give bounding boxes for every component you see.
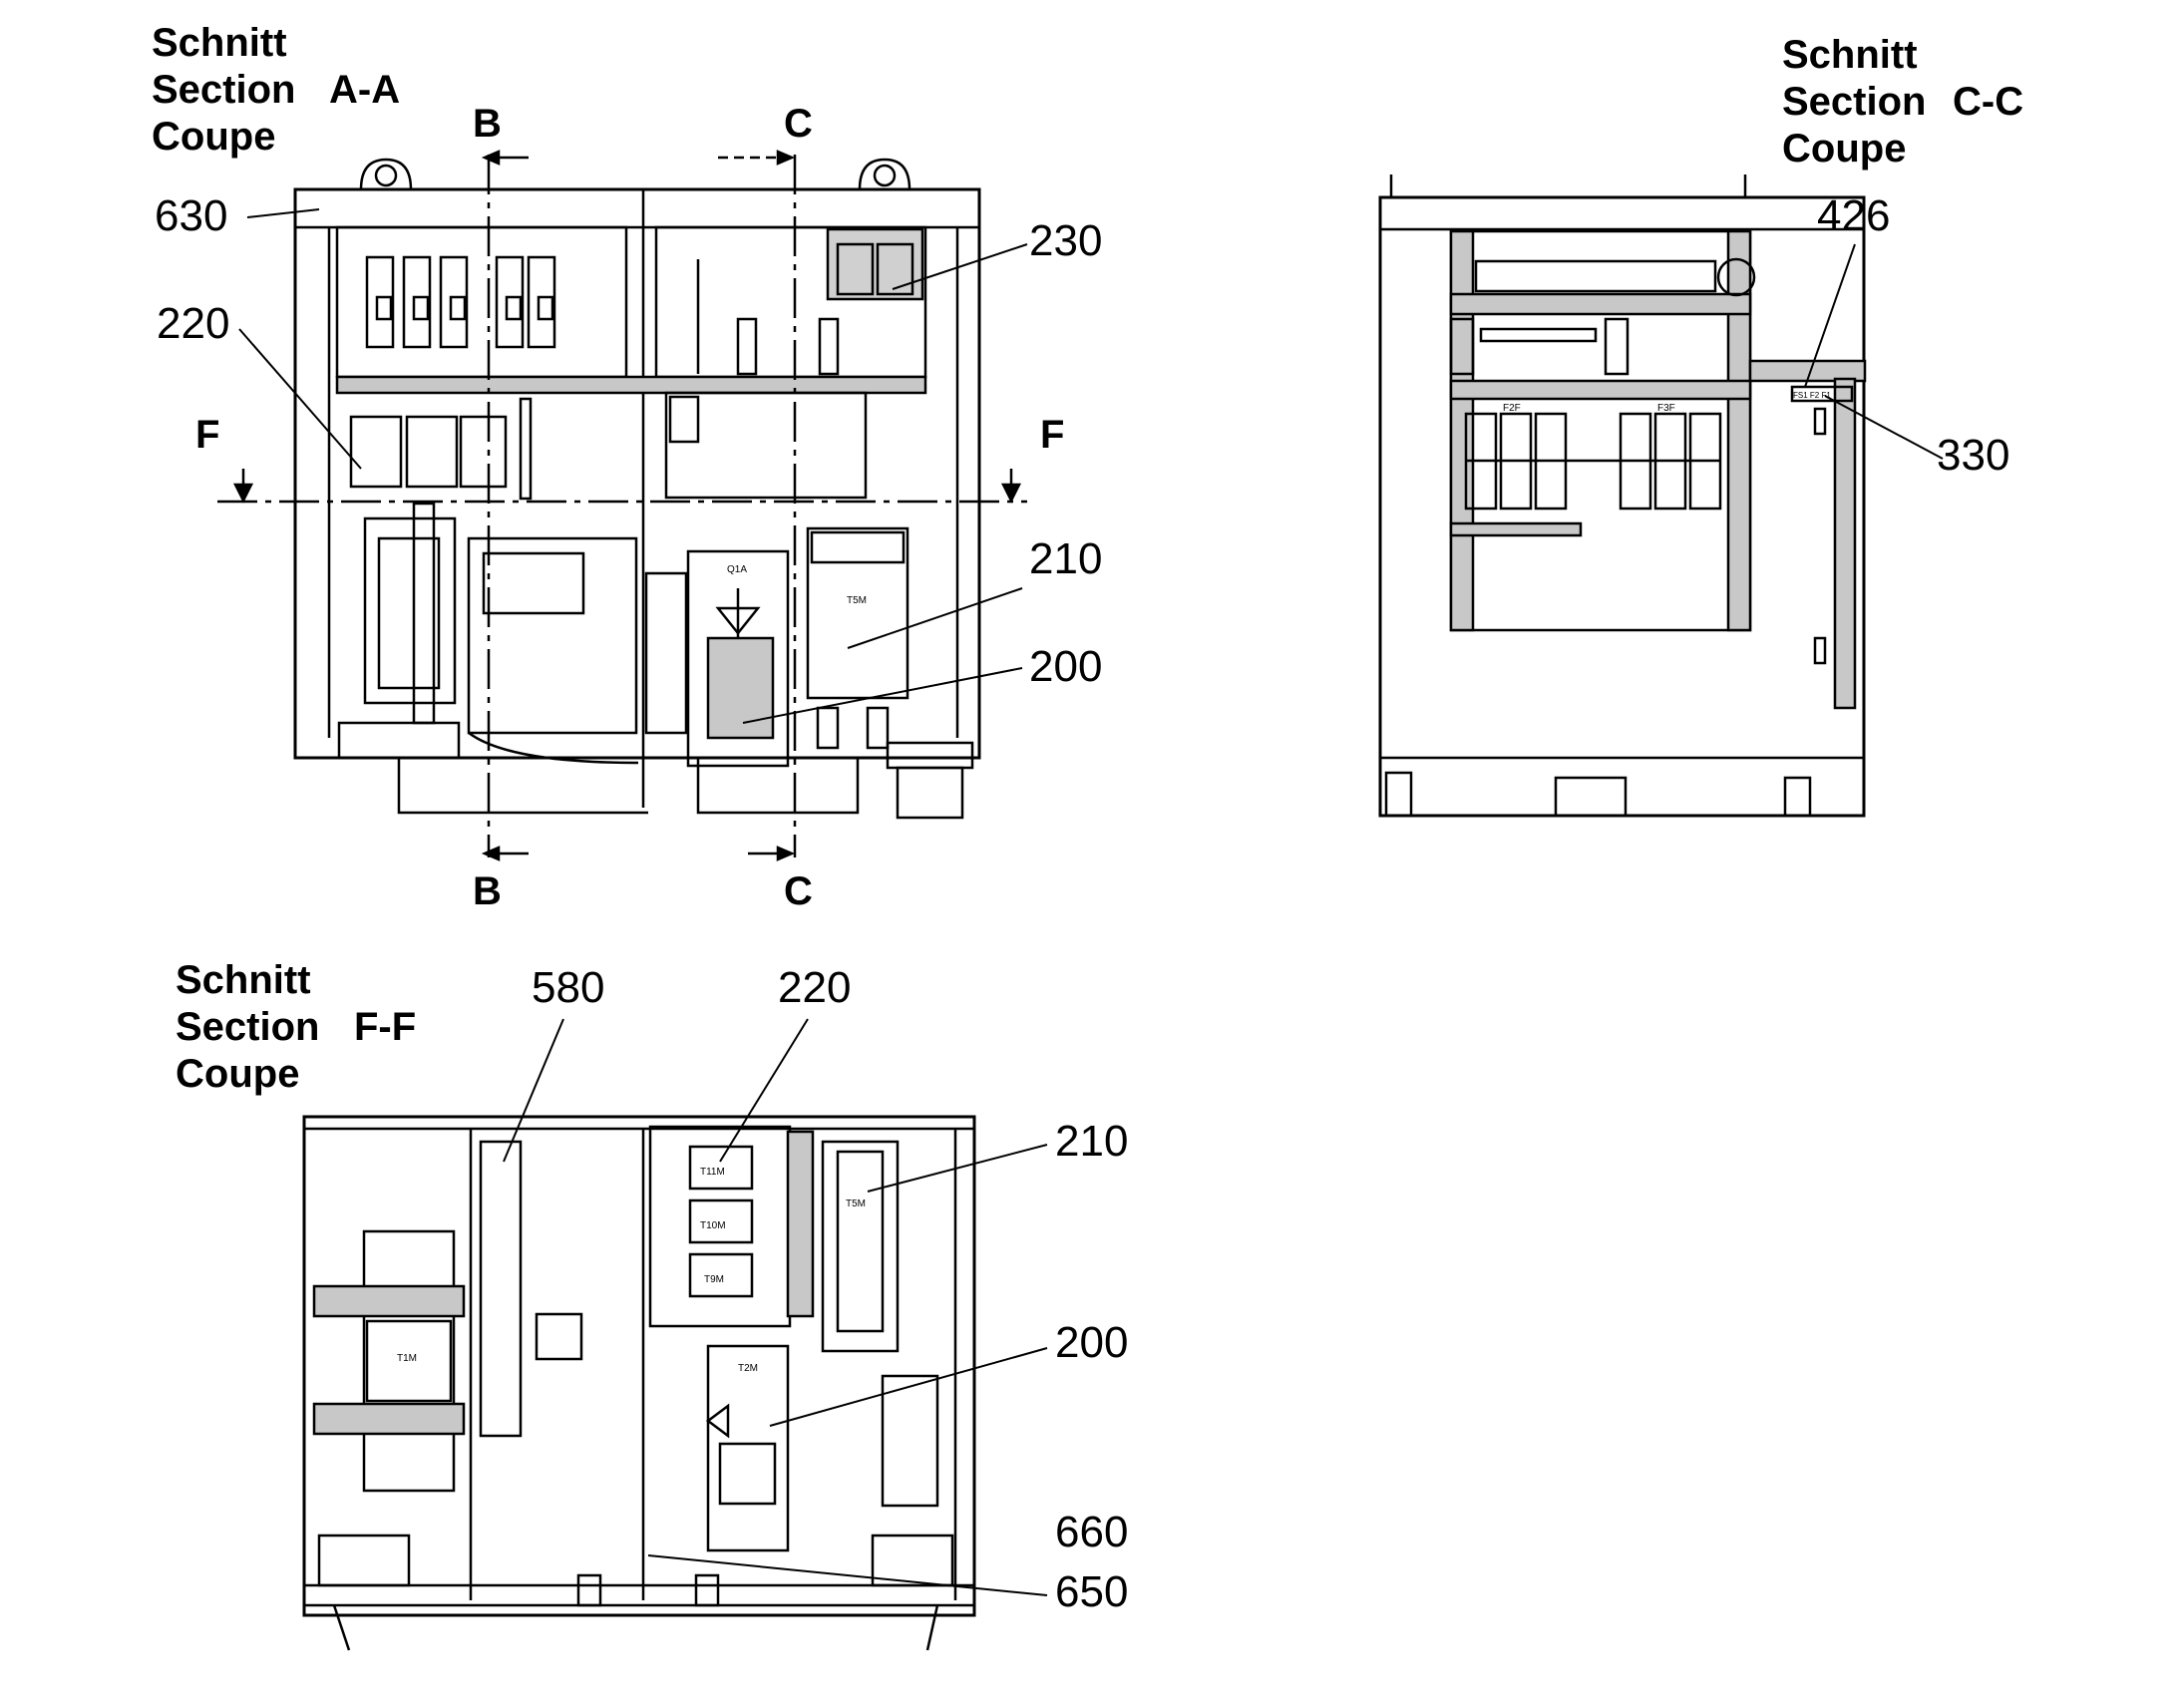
t10m-label: T10M xyxy=(700,1220,726,1231)
section-marker-f-left: F xyxy=(195,413,220,457)
callout-220-aa: 220 xyxy=(157,299,230,348)
section-cc-component-labels: F2F F3F FS1 F2 F1 xyxy=(1503,391,1831,414)
section-aa-title-de: Schnitt xyxy=(152,21,287,65)
section-marker-f-right: F xyxy=(1040,413,1065,457)
section-aa-component-labels: Q1A T5M xyxy=(727,564,867,606)
section-ff-id: F-F xyxy=(354,1005,417,1049)
t5m-label-ff: T5M xyxy=(846,1198,866,1209)
callout-200-aa: 200 xyxy=(1029,642,1103,691)
section-aa-id: A-A xyxy=(329,68,401,112)
section-cc-title-fr: Coupe xyxy=(1782,127,1907,171)
section-marker-b-top: B xyxy=(473,102,502,146)
section-ff-title-fr: Coupe xyxy=(176,1052,300,1096)
section-ff-component-labels: T11M T10M T9M T1M T2M T5M xyxy=(397,1167,866,1374)
callout-660: 660 xyxy=(1055,1508,1129,1556)
section-aa-drawing xyxy=(217,150,1027,861)
f3f-label: F3F xyxy=(1657,403,1675,414)
section-marker-b-bottom: B xyxy=(473,869,502,913)
section-cc-title-de: Schnitt xyxy=(1782,33,1918,77)
section-ff-drawing xyxy=(302,1115,976,1651)
section-cc-drawing xyxy=(1378,174,1867,818)
callout-210-ff: 210 xyxy=(1055,1117,1129,1166)
callout-650: 650 xyxy=(1055,1567,1129,1616)
fuse-strip-label: FS1 F2 F1 xyxy=(1793,391,1831,400)
section-aa-title-fr: Coupe xyxy=(152,115,276,159)
section-aa-leaders xyxy=(238,208,1028,724)
section-ff-title-de: Schnitt xyxy=(176,958,311,1002)
callout-630: 630 xyxy=(155,191,228,240)
callout-580: 580 xyxy=(532,963,605,1012)
t9m-label: T9M xyxy=(704,1274,724,1285)
t1m-label: T1M xyxy=(397,1353,417,1364)
t11m-label: T11M xyxy=(700,1167,725,1178)
t5m-label-aa: T5M xyxy=(847,595,867,606)
callout-200-ff: 200 xyxy=(1055,1318,1129,1367)
callout-426: 426 xyxy=(1817,191,1891,240)
section-cc-leaders xyxy=(1804,243,1944,460)
section-aa-title-en: Section xyxy=(152,68,296,112)
section-cc-title-en: Section xyxy=(1782,80,1927,124)
callout-220-ff: 220 xyxy=(778,963,852,1012)
section-ff-title-en: Section xyxy=(176,1005,320,1049)
section-marker-c-top: C xyxy=(784,102,813,146)
section-cc-id: C-C xyxy=(1953,80,2024,124)
f2f-label: F2F xyxy=(1503,403,1521,414)
q1a-label: Q1A xyxy=(727,564,747,575)
t2m-label: T2M xyxy=(738,1363,758,1374)
section-marker-c-bottom: C xyxy=(784,869,813,913)
callout-210-aa: 210 xyxy=(1029,534,1103,583)
callout-230: 230 xyxy=(1029,216,1103,265)
section-ff-leaders xyxy=(503,1018,1048,1596)
callout-330: 330 xyxy=(1937,431,2010,480)
